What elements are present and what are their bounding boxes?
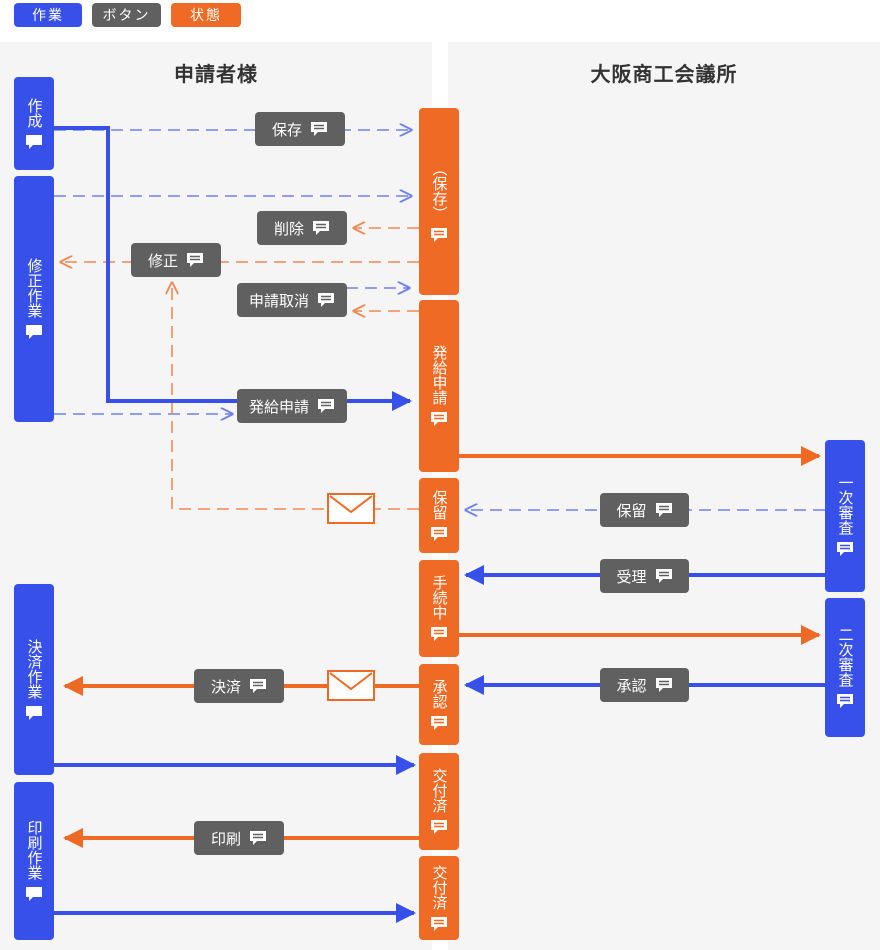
delete-button-label: 削除 <box>273 219 304 238</box>
state-saved-label: （保存） <box>430 160 449 221</box>
accept-button-label: 受理 <box>616 567 647 586</box>
issue-request-button-label: 発給申請 <box>248 397 309 416</box>
legend-task: 作業 <box>14 3 82 27</box>
task-revise[interactable]: 修正作業 <box>14 176 54 422</box>
comment-icon <box>318 293 334 307</box>
state-issue-request-label: 発給申請 <box>430 345 449 405</box>
delete-button[interactable]: 削除 <box>257 211 347 245</box>
settle-button[interactable]: 決済 <box>194 669 284 703</box>
state-issued-2-label: 交付済 <box>430 864 449 910</box>
flow-submit <box>54 126 412 411</box>
state-hold[interactable]: 保留 <box>419 478 459 553</box>
comment-icon <box>431 715 447 730</box>
state-approved[interactable]: 承認 <box>419 664 459 745</box>
comment-icon <box>26 134 42 149</box>
state-issued-1-label: 交付済 <box>430 768 449 813</box>
comment-icon <box>837 542 853 556</box>
mail-icon <box>327 670 375 701</box>
task-revise-label: 修正作業 <box>25 258 44 318</box>
comment-icon <box>26 705 42 720</box>
state-approved-label: 承認 <box>430 678 449 709</box>
issue-request-button[interactable]: 発給申請 <box>237 389 347 423</box>
state-saved[interactable]: （保存） <box>419 108 459 295</box>
comment-icon <box>250 831 266 845</box>
comment-icon <box>655 678 672 692</box>
comment-icon <box>655 503 672 517</box>
comment-icon <box>313 221 329 235</box>
revise-button-label: 修正 <box>147 251 178 270</box>
comment-icon <box>655 569 672 583</box>
task-settle[interactable]: 決済作業 <box>14 584 54 775</box>
task-second-review-label: 二次審査 <box>836 626 855 687</box>
comment-icon <box>26 887 42 901</box>
legend-state: 状態 <box>171 3 241 27</box>
task-print-label: 印刷作業 <box>25 820 44 880</box>
state-hold-label: 保留 <box>430 489 449 520</box>
comment-icon <box>431 820 447 834</box>
mail-icon <box>327 493 375 524</box>
comment-icon <box>431 916 447 931</box>
accept-button[interactable]: 受理 <box>600 559 689 593</box>
task-second-review[interactable]: 二次審査 <box>825 598 865 737</box>
print-button[interactable]: 印刷 <box>194 821 284 855</box>
task-settle-label: 決済作業 <box>25 638 44 699</box>
state-in-process-label: 手続中 <box>430 575 449 620</box>
revise-button[interactable]: 修正 <box>131 243 221 277</box>
comment-icon <box>431 526 447 541</box>
legend-button-label: ボタン <box>102 8 151 24</box>
task-create-label: 作成 <box>25 97 44 128</box>
lane-chamber-title: 大阪商工会議所 <box>590 62 738 86</box>
print-button-label: 印刷 <box>210 829 241 848</box>
comment-icon <box>431 227 447 242</box>
task-first-review-label: 一次審査 <box>836 475 855 535</box>
lane-applicant-title: 申請者様 <box>174 62 258 86</box>
state-issue-request[interactable]: 発給申請 <box>419 300 459 472</box>
comment-icon <box>431 412 447 426</box>
state-issued-2[interactable]: 交付済 <box>419 856 459 940</box>
approve-button[interactable]: 承認 <box>600 668 689 702</box>
hold-button[interactable]: 保留 <box>600 493 689 527</box>
hold-button-label: 保留 <box>616 501 647 520</box>
save-button-label: 保存 <box>271 120 302 139</box>
task-create[interactable]: 作成 <box>14 77 54 170</box>
comment-icon <box>187 253 203 267</box>
comment-icon <box>837 693 853 708</box>
comment-icon <box>431 627 447 641</box>
comment-icon <box>311 122 327 136</box>
cancel-request-button-label: 申請取消 <box>248 291 309 310</box>
cancel-request-button[interactable]: 申請取消 <box>237 283 347 317</box>
approve-button-label: 承認 <box>616 676 647 695</box>
state-in-process[interactable]: 手続中 <box>419 560 459 657</box>
save-button[interactable]: 保存 <box>255 112 345 146</box>
legend-task-label: 作業 <box>32 8 64 24</box>
comment-icon <box>250 679 266 693</box>
legend-state-label: 状態 <box>190 8 222 24</box>
task-print[interactable]: 印刷作業 <box>14 782 54 940</box>
state-issued-1[interactable]: 交付済 <box>419 753 459 850</box>
task-first-review[interactable]: 一次審査 <box>825 440 865 592</box>
legend-button: ボタン <box>92 3 161 27</box>
comment-icon <box>26 325 42 339</box>
settle-button-label: 決済 <box>210 677 241 696</box>
comment-icon <box>318 399 334 413</box>
